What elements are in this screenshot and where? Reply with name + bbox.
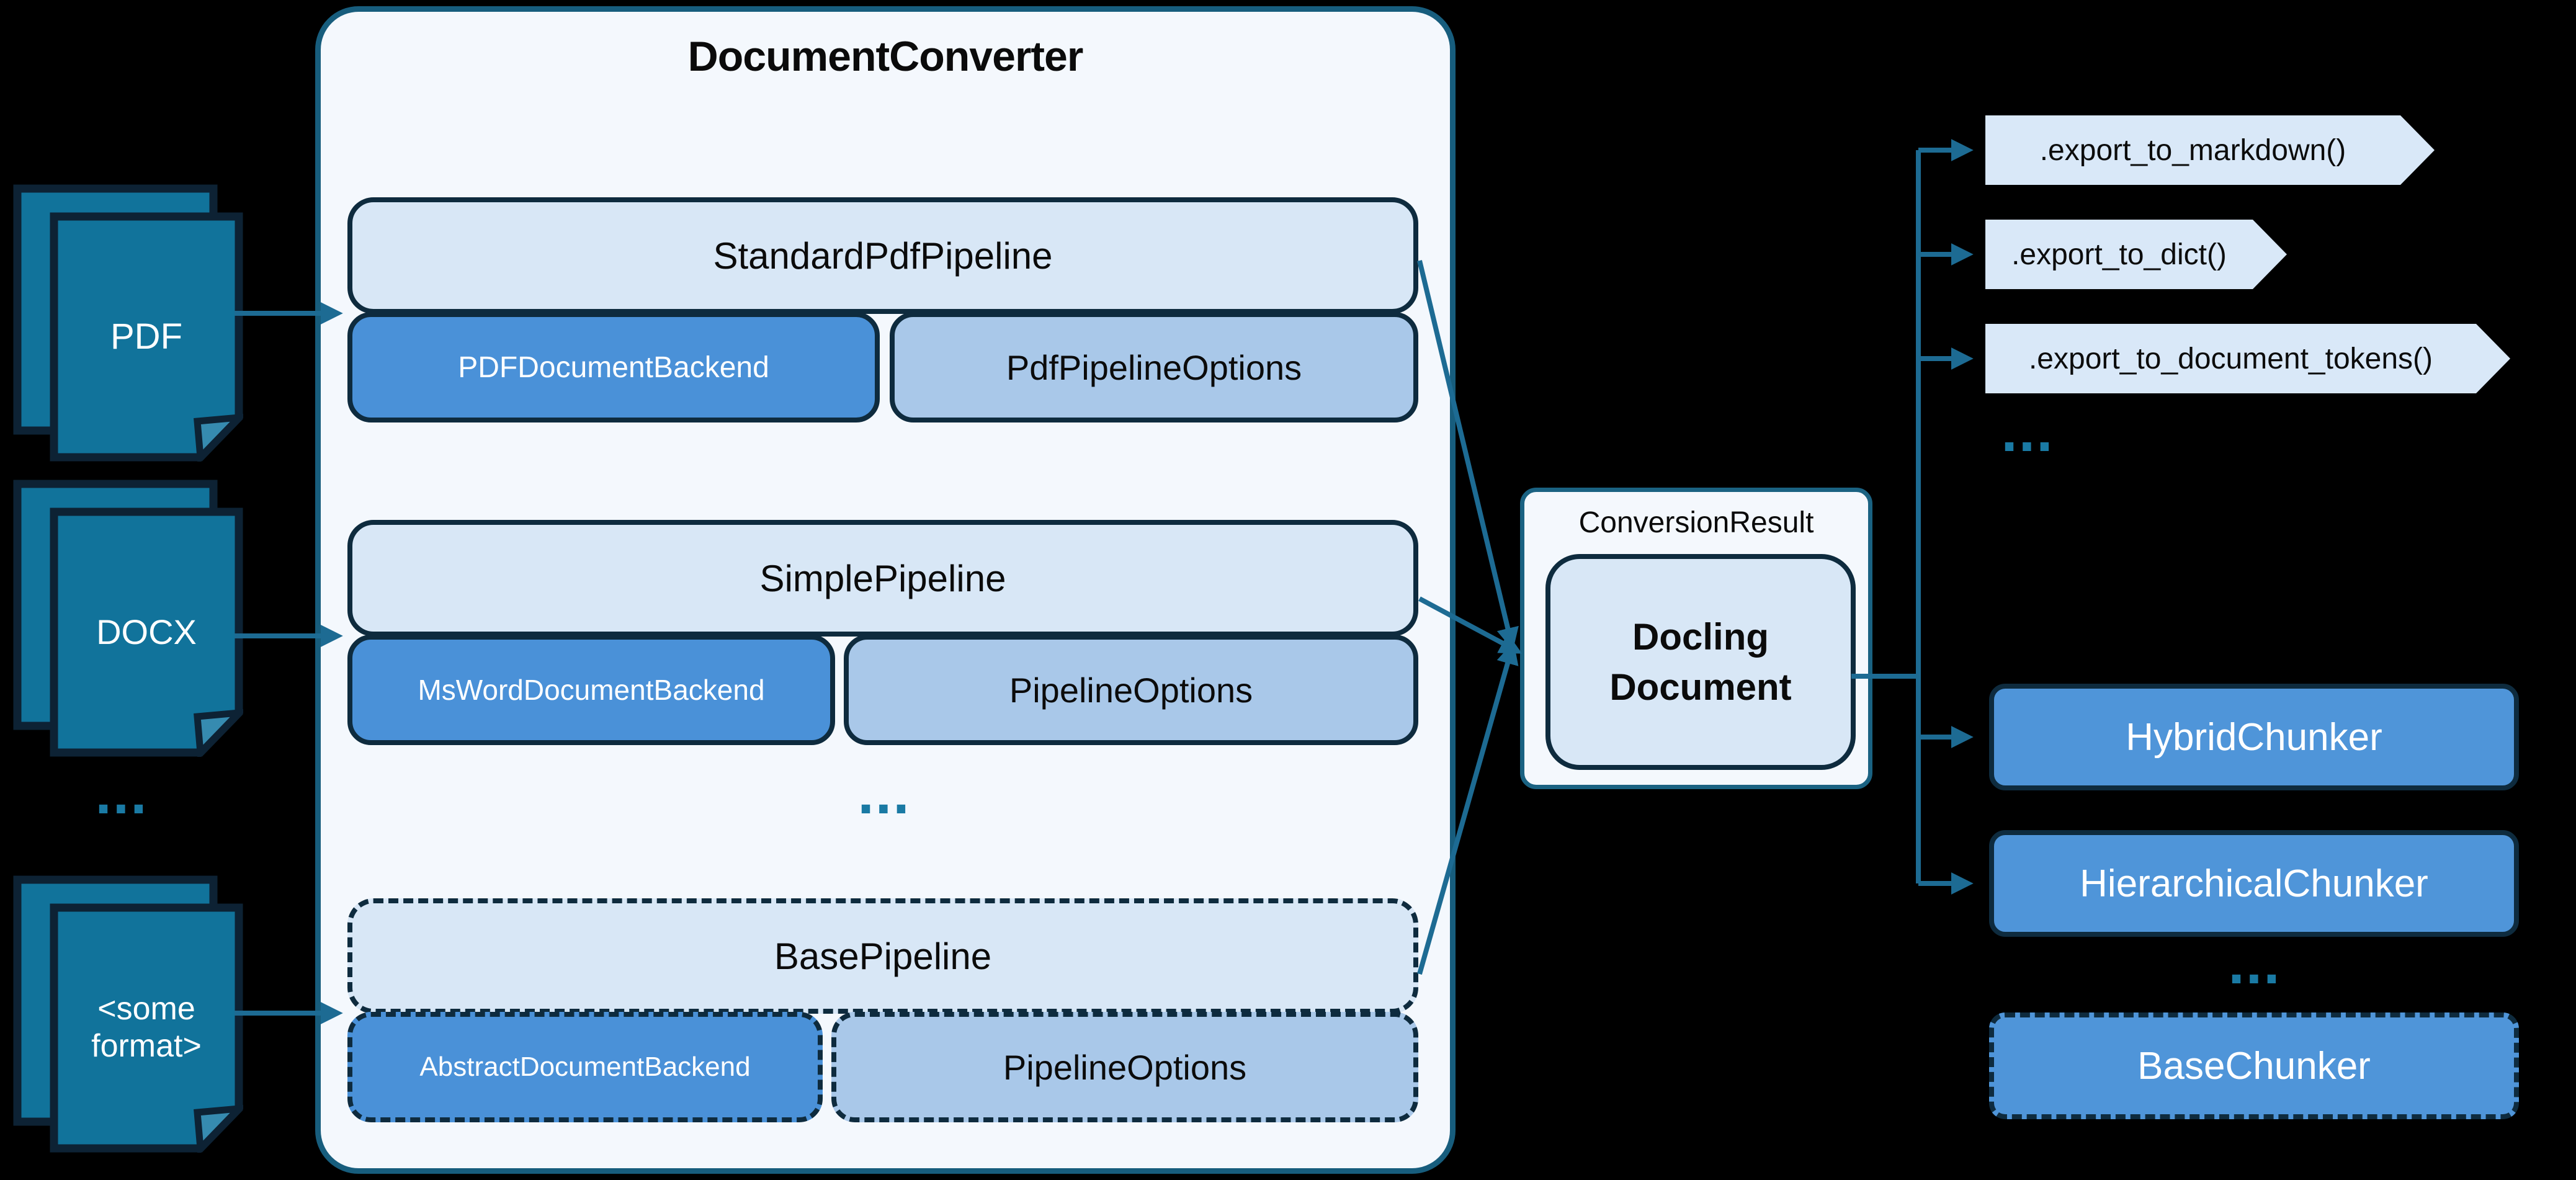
- simple-pipeline-box: SimplePipeline: [347, 520, 1418, 637]
- docx-label: DOCX: [96, 612, 197, 651]
- hybrid-chunker-label: HybridChunker: [2126, 715, 2382, 759]
- msword-document-backend-box: MsWordDocumentBackend: [347, 635, 835, 745]
- docling-document-box: Docling Document: [1545, 554, 1856, 770]
- base-pipeline-options-box: PipelineOptions: [831, 1012, 1418, 1122]
- some-format-label: <some format>: [54, 908, 239, 1148]
- export-to-document-tokens-label: .export_to_document_tokens(): [2028, 342, 2433, 375]
- converter-ellipsis: ...: [857, 761, 911, 826]
- base-pipeline-box: BasePipeline: [347, 898, 1418, 1014]
- base-pipeline-label: BasePipeline: [774, 935, 992, 977]
- abstract-document-backend-box: AbstractDocumentBackend: [347, 1012, 823, 1122]
- conversion-result-label: ConversionResult: [1578, 506, 1814, 539]
- docling-document-line1: Docling: [1632, 616, 1769, 658]
- docling-document-line2: Document: [1609, 666, 1792, 708]
- export-to-dict-label: .export_to_dict(): [2011, 238, 2227, 271]
- pdf-label: PDF: [110, 316, 182, 357]
- docx-document-icon: DOCX: [13, 480, 248, 761]
- export-to-dict-pennant: .export_to_dict(): [1985, 220, 2287, 289]
- export-to-markdown-pennant: .export_to_markdown(): [1985, 115, 2435, 185]
- chunkers-ellipsis: ...: [2228, 931, 2281, 996]
- base-chunker-label: BaseChunker: [2137, 1044, 2371, 1088]
- hierarchical-chunker-box: HierarchicalChunker: [1989, 830, 2519, 937]
- export-to-markdown-label: .export_to_markdown(): [2039, 133, 2346, 167]
- inputs-ellipsis: ...: [95, 761, 148, 826]
- pdf-document-backend-box: PDFDocumentBackend: [347, 312, 880, 422]
- base-pipeline-options-label: PipelineOptions: [1003, 1047, 1247, 1087]
- exports-ellipsis: ...: [2001, 398, 2054, 464]
- base-chunker-box: BaseChunker: [1989, 1012, 2519, 1119]
- pipeline-options-box: PipelineOptions: [844, 635, 1418, 745]
- hierarchical-chunker-label: HierarchicalChunker: [2080, 862, 2428, 905]
- document-converter-title: DocumentConverter: [687, 33, 1084, 80]
- pdf-pipeline-options-box: PdfPipelineOptions: [890, 312, 1418, 422]
- export-to-document-tokens-pennant: .export_to_document_tokens(): [1985, 324, 2510, 393]
- some-format-document-icon: <some format>: [13, 875, 248, 1156]
- conversion-result-box: ConversionResult Docling Document: [1520, 488, 1872, 789]
- standard-pdf-pipeline-label: StandardPdfPipeline: [713, 235, 1053, 277]
- pdf-document-backend-label: PDFDocumentBackend: [458, 351, 769, 384]
- pdf-pipeline-options-label: PdfPipelineOptions: [1006, 347, 1302, 387]
- simple-pipeline-label: SimplePipeline: [759, 557, 1006, 599]
- msword-document-backend-label: MsWordDocumentBackend: [418, 674, 765, 706]
- pdf-document-icon: PDF: [13, 184, 248, 465]
- hybrid-chunker-box: HybridChunker: [1989, 684, 2519, 790]
- standard-pdf-pipeline-box: StandardPdfPipeline: [347, 197, 1418, 314]
- some-format-line2: format>: [91, 1028, 202, 1064]
- pipeline-options-label: PipelineOptions: [1009, 670, 1253, 710]
- abstract-document-backend-label: AbstractDocumentBackend: [419, 1052, 751, 1082]
- some-format-line1: <some: [97, 991, 195, 1027]
